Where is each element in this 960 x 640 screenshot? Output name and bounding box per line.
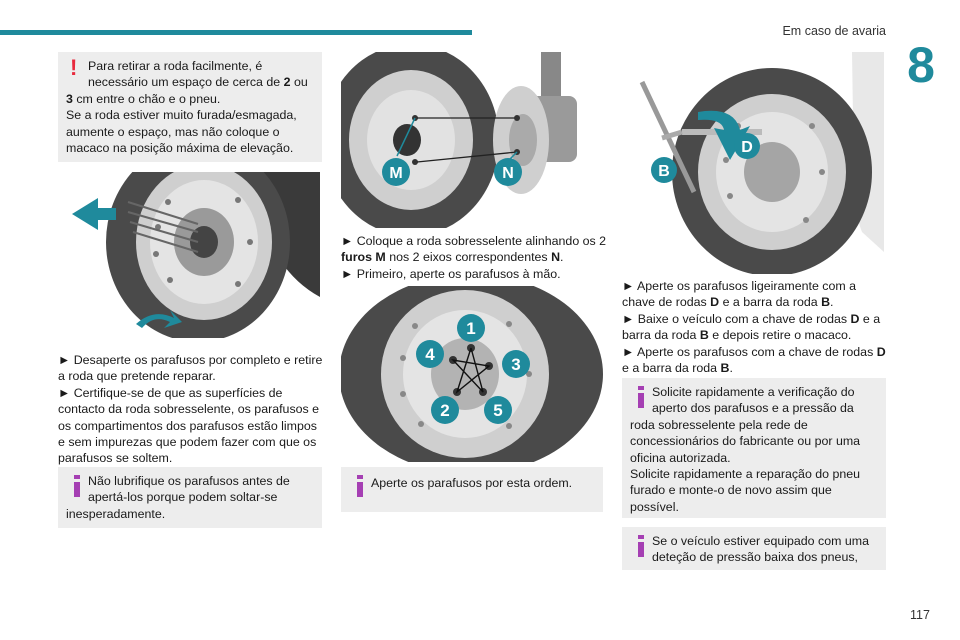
bolt-order-4: 4	[425, 345, 435, 364]
exclamation-icon: !	[70, 55, 78, 80]
col1-steps: ► Desaperte os parafusos por completo e …	[58, 353, 323, 466]
header-accent-bar	[0, 30, 472, 35]
wheel-removal-figure	[58, 172, 320, 338]
wrench-figure: D B	[622, 52, 884, 274]
callout-b: B	[658, 163, 670, 180]
page-number: 117	[910, 608, 930, 622]
callout-n: N	[502, 165, 514, 182]
callout-d: D	[741, 139, 753, 156]
col2-steps: ► Coloque a roda sobresselente alinhando…	[341, 234, 607, 281]
col3-steps: ► Aperte os parafusos ligeiramente com a…	[622, 279, 886, 376]
info-icon	[638, 386, 644, 410]
info-icon	[357, 475, 363, 499]
bolt-order-1: 1	[466, 319, 475, 338]
warning-box: ! Para retirar a roda facilmente, é nece…	[58, 52, 322, 162]
hub-alignment-figure: M N	[341, 52, 603, 228]
info-box-verification: Solicite rapidamente a verificação do ap…	[622, 378, 886, 518]
info-icon	[74, 475, 80, 499]
chapter-number: 8	[907, 37, 935, 93]
section-title: Em caso de avaria	[782, 24, 886, 38]
info-box-pressure-detection: Se o veículo estiver equipado com uma de…	[622, 527, 886, 570]
bolt-order-5: 5	[493, 401, 502, 420]
callout-m: M	[389, 165, 402, 182]
bolt-order-2: 2	[440, 401, 449, 420]
bolt-order-3: 3	[511, 355, 520, 374]
info-icon	[638, 535, 644, 559]
bolt-order-figure: 1 2 3 4 5	[341, 286, 603, 462]
info-box-lubricate: Não lubrifique os parafusos antes de ape…	[58, 467, 322, 528]
info-box-order: Aperte os parafusos por esta ordem.	[341, 467, 603, 512]
